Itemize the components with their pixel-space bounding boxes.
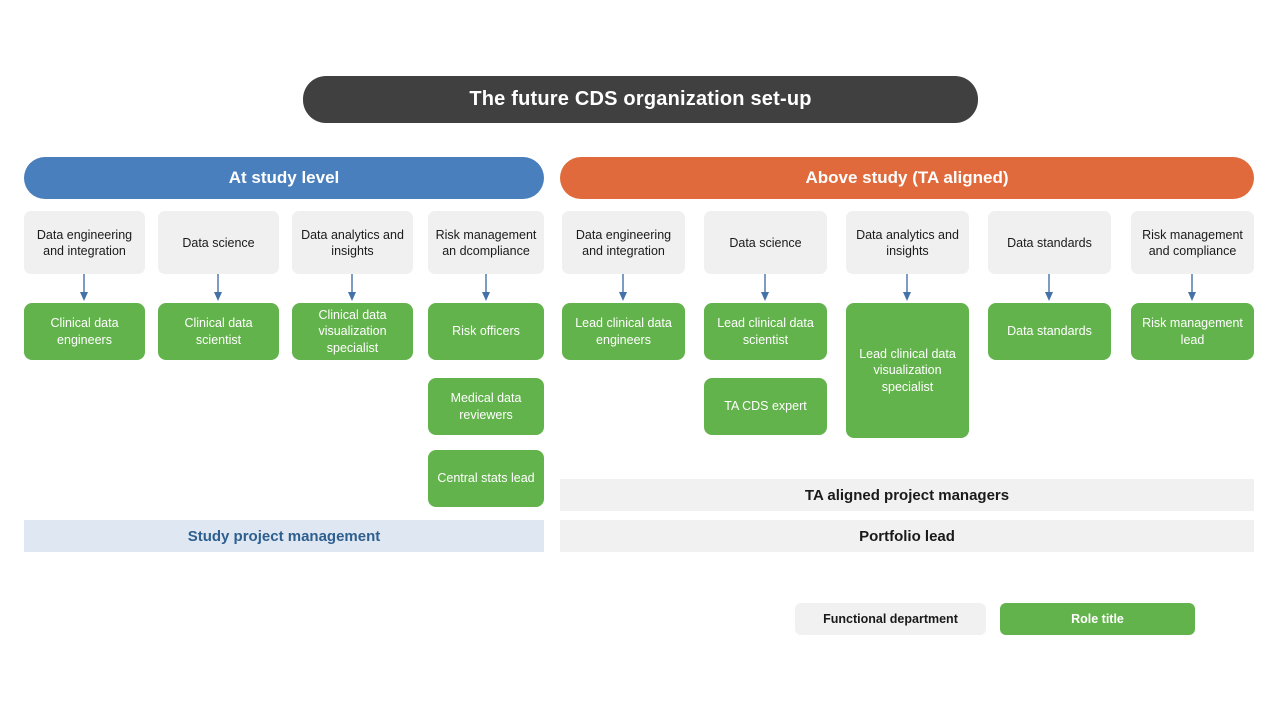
dept-box-above-study-risk-management: Risk management and compliance bbox=[1131, 211, 1254, 274]
dept-box-above-study-data-science: Data science bbox=[704, 211, 827, 274]
connector-arrow-icon bbox=[901, 274, 913, 302]
diagram-title: The future CDS organization set-up bbox=[303, 76, 978, 123]
legend-functional-department: Functional department bbox=[795, 603, 986, 635]
role-box-medical-data-reviewers: Medical data reviewers bbox=[428, 378, 544, 435]
dept-box-at-study-data-science: Data science bbox=[158, 211, 279, 274]
role-box-risk-management-lead: Risk management lead bbox=[1131, 303, 1254, 360]
bar-portfolio-lead: Portfolio lead bbox=[560, 520, 1254, 552]
dept-box-above-study-data-standards: Data standards bbox=[988, 211, 1111, 274]
dept-box-above-study-data-engineering: Data engineering and integration bbox=[562, 211, 685, 274]
role-box-risk-officers: Risk officers bbox=[428, 303, 544, 360]
role-box-data-standards: Data standards bbox=[988, 303, 1111, 360]
role-box-clinical-data-engineers: Clinical data engineers bbox=[24, 303, 145, 360]
dept-box-above-study-data-analytics: Data analytics and insights bbox=[846, 211, 969, 274]
role-box-clinical-data-visualization-specialist: Clinical data visualization specialist bbox=[292, 303, 413, 360]
role-box-lead-clinical-data-visualization-specialist: Lead clinical data visualization special… bbox=[846, 303, 969, 438]
connector-arrow-icon bbox=[212, 274, 224, 302]
connector-arrow-icon bbox=[346, 274, 358, 302]
connector-arrow-icon bbox=[1186, 274, 1198, 302]
dept-box-at-study-data-engineering: Data engineering and integration bbox=[24, 211, 145, 274]
section-header-above-study: Above study (TA aligned) bbox=[560, 157, 1254, 199]
connector-arrow-icon bbox=[759, 274, 771, 302]
connector-arrow-icon bbox=[617, 274, 629, 302]
role-box-central-stats-lead: Central stats lead bbox=[428, 450, 544, 507]
role-box-lead-clinical-data-engineers: Lead clinical data engineers bbox=[562, 303, 685, 360]
role-box-lead-clinical-data-scientist: Lead clinical data scientist bbox=[704, 303, 827, 360]
role-box-clinical-data-scientist: Clinical data scientist bbox=[158, 303, 279, 360]
dept-box-at-study-risk-management: Risk management an dcompliance bbox=[428, 211, 544, 274]
role-box-ta-cds-expert: TA CDS expert bbox=[704, 378, 827, 435]
dept-box-at-study-data-analytics: Data analytics and insights bbox=[292, 211, 413, 274]
connector-arrow-icon bbox=[480, 274, 492, 302]
section-header-at-study: At study level bbox=[24, 157, 544, 199]
connector-arrow-icon bbox=[78, 274, 90, 302]
bar-ta-aligned-project-managers: TA aligned project managers bbox=[560, 479, 1254, 511]
bar-study-project-management: Study project management bbox=[24, 520, 544, 552]
connector-arrow-icon bbox=[1043, 274, 1055, 302]
legend-role-title: Role title bbox=[1000, 603, 1195, 635]
